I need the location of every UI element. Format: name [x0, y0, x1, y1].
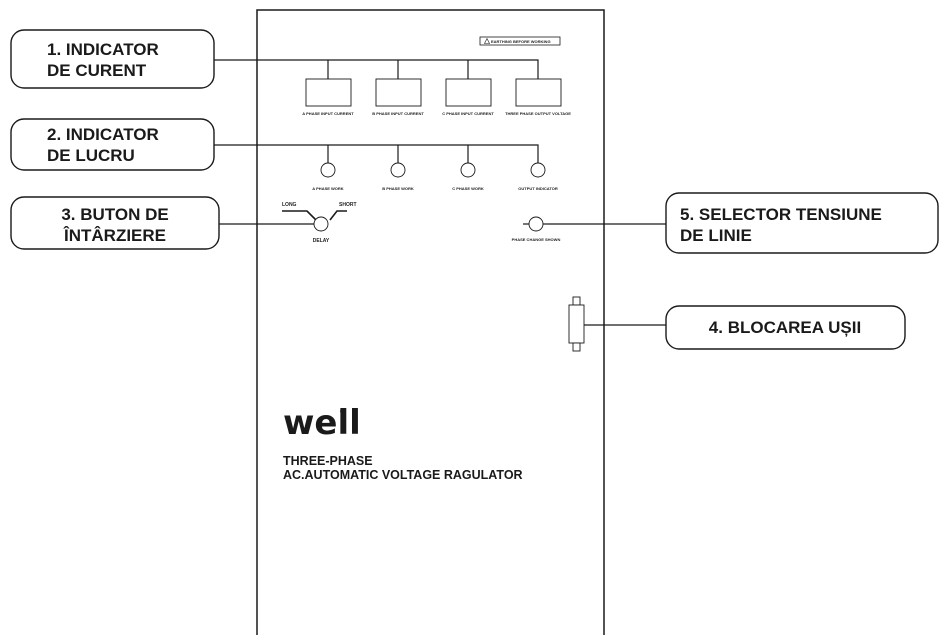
- meter-a-label: A PHASE INPUT CURRENT: [302, 111, 354, 116]
- meter-b-label: B PHASE INPUT CURRENT: [372, 111, 424, 116]
- lamp-connector-lines: [214, 144, 539, 163]
- product-title-line2: AC.AUTOMATIC VOLTAGE RAGULATOR: [283, 468, 523, 482]
- earthing-warning-label: EARTHING BEFORE WORKING: [479, 36, 561, 46]
- lamp-a-phase-work: [320, 162, 336, 178]
- meter-c-phase-current: [445, 78, 492, 107]
- callout-4-line1: 4. BLOCAREA UȘII: [709, 318, 861, 337]
- current-meters: A PHASE INPUT CURRENT B PHASE INPUT CURR…: [302, 78, 571, 116]
- warning-text: EARTHING BEFORE WORKING: [491, 39, 551, 44]
- callout-current-indicator: 1. INDICATOR DE CURENT: [10, 29, 215, 89]
- lamp-output-label: OUTPUT INDICATOR: [518, 186, 558, 191]
- meter-output-label: THREE PHASE OUTPUT VOLTAGE: [505, 111, 571, 116]
- delay-short-label: SHORT: [339, 202, 357, 208]
- callout-5-line2: DE LINIE: [680, 226, 752, 245]
- door-lock: [568, 296, 585, 352]
- meter-b-phase-current: [375, 78, 422, 107]
- callout-line-voltage-selector: 5. SELECTOR TENSIUNE DE LINIE: [665, 192, 939, 254]
- callout-work-indicator: 2. INDICATOR DE LUCRU: [10, 118, 215, 171]
- meter-connector-lines: [214, 59, 539, 79]
- delay-knob-dial: [313, 216, 329, 232]
- callout-5-line1: 5. SELECTOR TENSIUNE: [680, 205, 882, 224]
- lamp-b-label: B PHASE WORK: [382, 186, 414, 191]
- brand-logo: well: [283, 403, 361, 443]
- lamp-a-label: A PHASE WORK: [312, 186, 344, 191]
- lamp-output-indicator: [530, 162, 546, 178]
- callout-2-line2: DE LUCRU: [47, 146, 135, 165]
- brand-block: well ® THREE-PHASE AC.AUTOMATIC VOLTAGE …: [283, 403, 523, 482]
- registered-mark: ®: [340, 408, 346, 416]
- lamp-b-phase-work: [390, 162, 406, 178]
- callout-1-line1: 1. INDICATOR: [47, 40, 159, 59]
- callout-2-line1: 2. INDICATOR: [47, 125, 159, 144]
- lamp-c-phase-work: [460, 162, 476, 178]
- callout-door-lock: 4. BLOCAREA UȘII: [665, 305, 906, 350]
- delay-long-label: LONG: [282, 202, 297, 208]
- phase-selector-dial: [528, 216, 544, 232]
- lamp-c-label: C PHASE WORK: [452, 186, 484, 191]
- callout-1-line2: DE CURENT: [47, 61, 147, 80]
- callout-delay-button: 3. BUTON DE ÎNTÂRZIERE: [10, 196, 220, 250]
- phase-selector: PHASE CHANGE SHOWN: [512, 216, 561, 242]
- delay-knob: LONG SHORT DELAY: [282, 202, 357, 244]
- cabinet-panel: [256, 9, 605, 635]
- product-title-line1: THREE-PHASE: [283, 454, 373, 468]
- callout-3-line2: ÎNTÂRZIERE: [63, 226, 166, 245]
- meter-a-phase-current: [305, 78, 352, 107]
- meter-c-label: C PHASE INPUT CURRENT: [442, 111, 494, 116]
- callout-3-line1: 3. BUTON DE: [61, 205, 168, 224]
- meter-output-voltage: [515, 78, 562, 107]
- phase-change-label: PHASE CHANGE SHOWN: [512, 237, 561, 242]
- delay-label: DELAY: [313, 238, 330, 244]
- work-indicator-lamps: A PHASE WORK B PHASE WORK C PHASE WORK O…: [312, 162, 558, 191]
- warning-triangle-icon: [484, 37, 490, 44]
